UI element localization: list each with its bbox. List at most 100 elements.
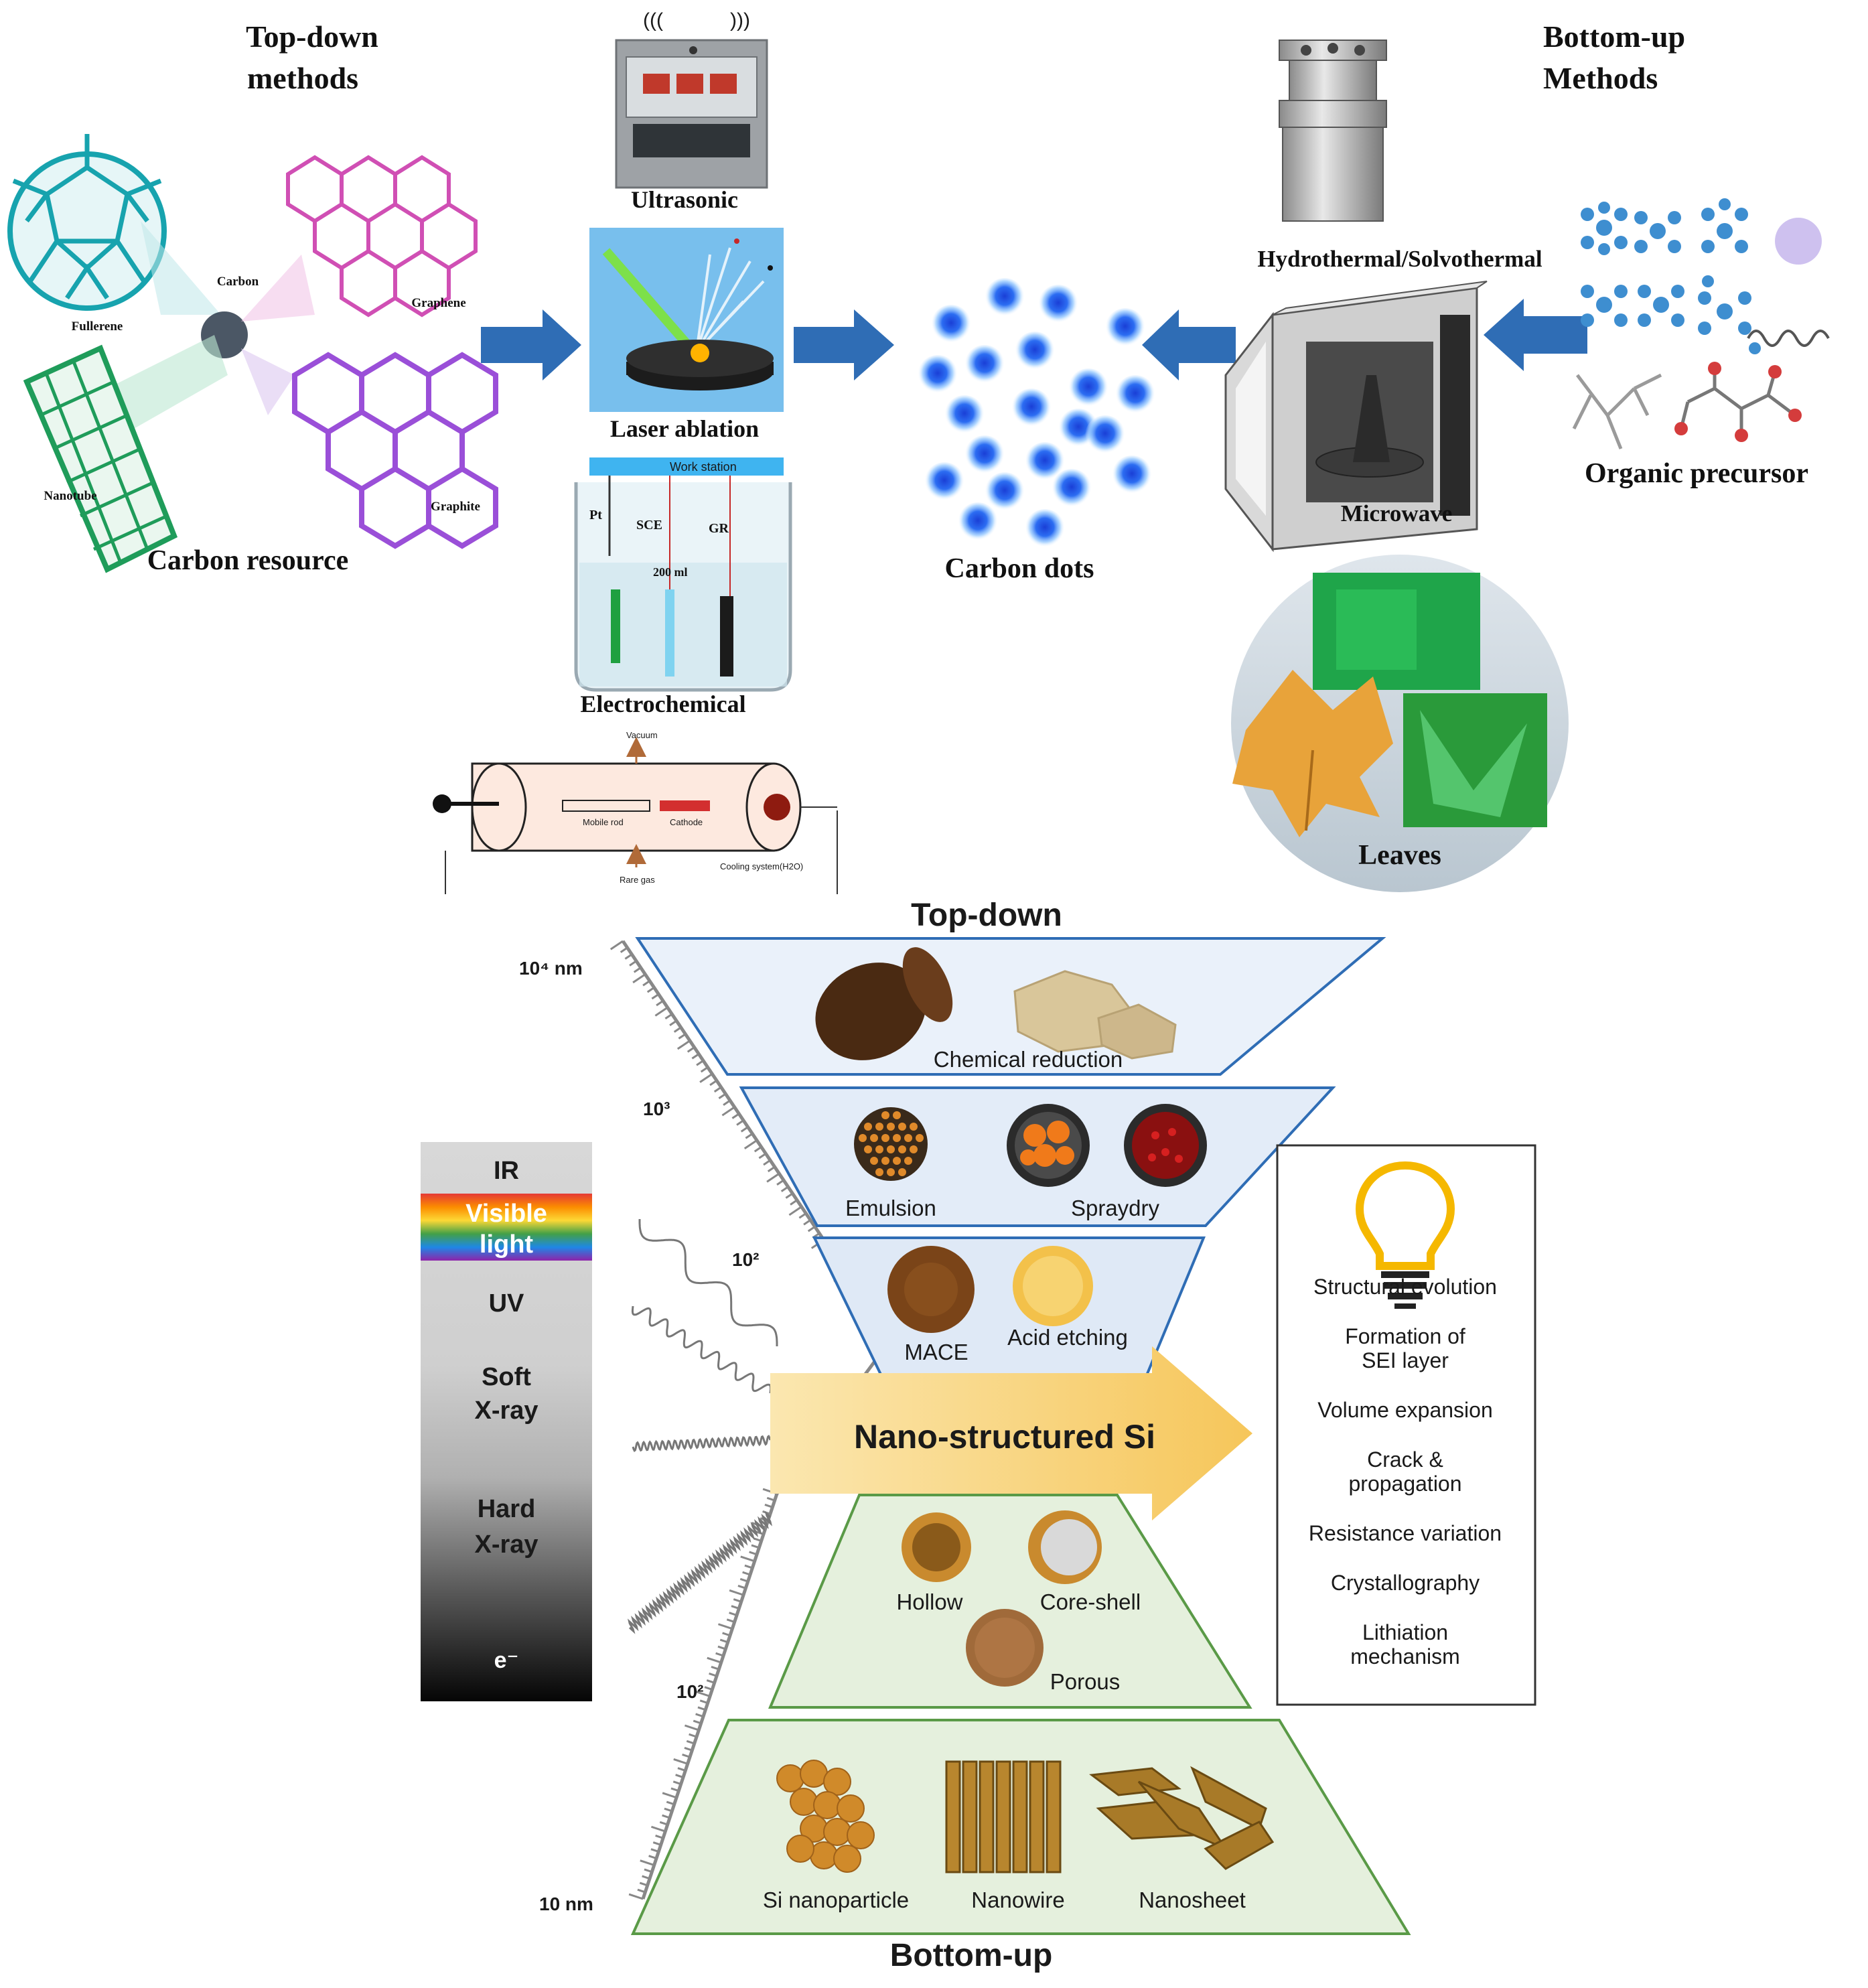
scale-label-10e2-top: 10² <box>732 1249 759 1270</box>
organic-precursor-label: Organic precursor <box>1585 458 1808 489</box>
carbon-dot <box>964 435 1005 476</box>
property-item-text: Volume expansion <box>1317 1398 1493 1422</box>
leaves-label: Leaves <box>1358 840 1441 871</box>
property-item-text: propagation <box>1348 1472 1461 1496</box>
bottom-up-title-line1: Bottom-up <box>1543 19 1685 54</box>
property-item-text: Lithiation <box>1362 1620 1448 1644</box>
scale-label-10e4: 10⁴ nm <box>519 958 583 979</box>
carbon-dots-cluster <box>918 278 1155 549</box>
spectrum-uv-label: UV <box>489 1289 524 1318</box>
scale-label-10e3: 10³ <box>643 1098 670 1119</box>
hollow-image <box>902 1512 971 1582</box>
sce-label: SCE <box>636 518 662 532</box>
microwave-oven-icon <box>1224 281 1488 553</box>
laser-ablation-label: Laser ablation <box>610 415 759 442</box>
gr-label: GR <box>709 521 729 536</box>
carbon-dot <box>924 462 964 502</box>
nanotube-icon <box>23 335 228 573</box>
beaker-mark-label: 200 ml <box>653 565 688 579</box>
microwave-label: Microwave <box>1341 500 1453 526</box>
carbon-dot <box>985 278 1025 318</box>
bottom-up-title-line2: Methods <box>1543 61 1658 95</box>
ultrasonic-device-icon: ((( ))) <box>615 9 768 189</box>
nanowire-image <box>945 1760 1062 1873</box>
carbon-dot <box>964 345 1005 385</box>
carbon-dot <box>1038 285 1078 325</box>
work-station-label: Work station <box>670 460 737 474</box>
spectrum-bar: IR Visible light UV Soft X-ray Hard X-ra… <box>421 1142 592 1701</box>
carbon-label: Carbon <box>217 275 259 289</box>
funnel-tier-4 <box>768 1494 1252 1709</box>
mace-label: MACE <box>904 1340 968 1364</box>
chemical-reduction-image <box>815 947 1177 1060</box>
lightbulb-icon <box>1355 1161 1455 1309</box>
vacuum-label: Vacuum <box>626 730 658 740</box>
cathode-label: Cathode <box>670 817 703 827</box>
emulsion-label: Emulsion <box>845 1196 936 1220</box>
core-shell-label: Core-shell <box>1040 1589 1141 1614</box>
svg-text:(((: ((( <box>643 9 663 31</box>
funnel-top-down-title: Top-down <box>911 898 1062 933</box>
carbon-dot <box>1011 388 1052 429</box>
top-down-title-line1: Top-down <box>246 19 378 54</box>
property-item-text: Structural evolution <box>1313 1275 1497 1299</box>
carbon-resource-caption: Carbon resource <box>147 545 349 576</box>
nanosheet-label: Nanosheet <box>1139 1888 1246 1912</box>
acid-etching-label: Acid etching <box>1007 1325 1128 1350</box>
property-item-text: SEI layer <box>1362 1348 1449 1372</box>
spectrum-light-label: light <box>480 1230 534 1259</box>
scale-label-10nm: 10 nm <box>539 1894 593 1914</box>
arrow-icon <box>794 309 894 380</box>
carbon-dot <box>1085 415 1125 455</box>
carbon-dot <box>1015 332 1055 372</box>
acid-etching-image <box>1013 1246 1093 1326</box>
nanosheet-image <box>1089 1766 1275 1870</box>
nano-si-label: Nano-structured Si <box>854 1418 1155 1456</box>
core-shell-image <box>1028 1510 1102 1584</box>
porous-image <box>966 1609 1044 1687</box>
emulsion-image <box>854 1107 928 1181</box>
carbon-dot <box>1105 308 1145 348</box>
carbon-dot <box>958 502 998 543</box>
bottom-up-title: Bottom-up Methods <box>1543 19 1685 95</box>
property-item-text: Formation of <box>1345 1324 1465 1348</box>
carbon-dot <box>985 472 1025 512</box>
pt-label: Pt <box>589 508 602 522</box>
carbon-dot <box>944 395 985 435</box>
top-down-title: Top-down methods <box>246 19 378 95</box>
property-item-text: Crystallography <box>1331 1571 1480 1595</box>
nanotube-label: Nanotube <box>44 489 96 503</box>
spectrum-soft-xray-label: X-ray <box>474 1397 538 1425</box>
radiation-waves <box>628 1219 778 1634</box>
carbon-dot <box>1025 442 1065 482</box>
property-item-text: mechanism <box>1350 1644 1460 1668</box>
spectrum-ir-label: IR <box>494 1157 519 1185</box>
si-nanoparticle-image <box>776 1760 875 1873</box>
spectrum-hard-xray-label: X-ray <box>474 1531 538 1559</box>
carbon-dot <box>1068 368 1108 409</box>
mace-image <box>887 1246 975 1333</box>
laser-ablation-icon <box>589 228 784 412</box>
graphite-icon <box>241 348 498 549</box>
chemical-reduction-label: Chemical reduction <box>934 1047 1123 1072</box>
organic-precursor-icon <box>1572 198 1830 449</box>
fullerene-label: Fullerene <box>72 320 123 334</box>
autoclave-icon <box>1279 40 1387 222</box>
carbon-dot <box>1115 375 1155 415</box>
scale-label-10e2-bottom: 10² <box>676 1681 703 1702</box>
nanowire-label: Nanowire <box>971 1888 1064 1912</box>
funnel-tier-3 <box>812 1236 1206 1380</box>
cooling-system-label: Cooling system(H2O) <box>720 861 803 871</box>
carbon-dot <box>1052 469 1092 509</box>
spectrum-electron-label: e⁻ <box>494 1648 519 1673</box>
carbon-resource-panel: Fullerene Carbon Graphene Nanotube Graph… <box>7 134 498 576</box>
top-down-title-line2: methods <box>247 61 358 95</box>
electrochemical-label: Electrochemical <box>580 691 745 717</box>
arrow-icon <box>1142 309 1236 380</box>
mobile-rod-label: Mobile rod <box>583 817 624 827</box>
property-item-text: Crack & <box>1367 1447 1443 1472</box>
carbon-dot <box>931 305 971 345</box>
